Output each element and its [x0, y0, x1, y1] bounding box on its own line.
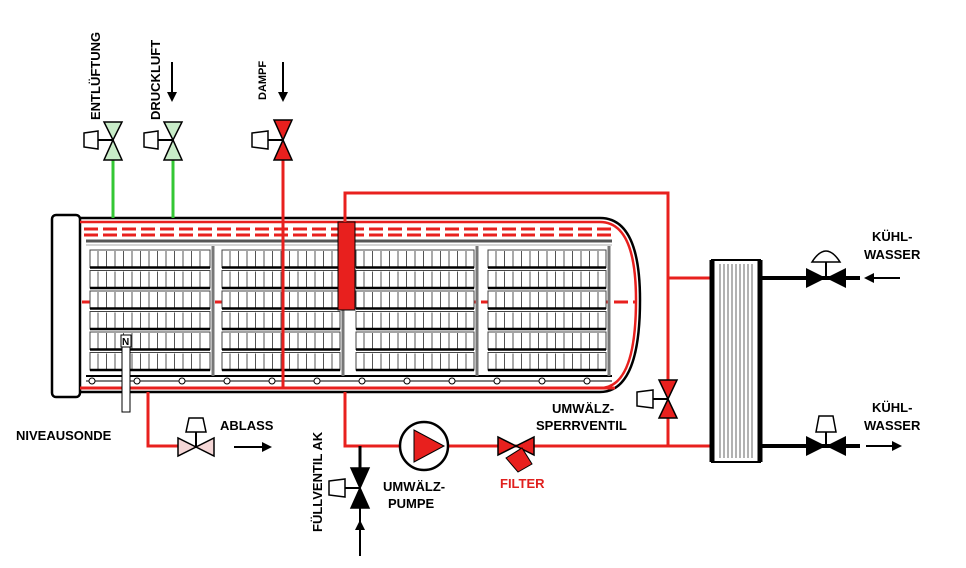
level-probe: N — [120, 334, 132, 413]
floor-bolt — [223, 377, 231, 385]
floor-bolt — [493, 377, 501, 385]
label-dampf: DAMPF — [257, 61, 269, 100]
label-fuellventil: FÜLLVENTIL AK — [310, 431, 325, 532]
label-umwaelzpumpe-line2: PUMPE — [388, 496, 435, 511]
steam-valve[interactable] — [251, 119, 294, 161]
fill-valve[interactable] — [328, 467, 371, 509]
floor-bolt — [403, 377, 411, 385]
product-baskets — [89, 246, 611, 376]
circulation-distributor — [337, 221, 356, 311]
level-probe-letter: N — [122, 337, 129, 348]
vessel-door — [50, 213, 82, 399]
label-druckluft: DRUCKLUFT — [148, 40, 163, 120]
basket — [221, 246, 345, 376]
floor-bolt — [583, 377, 591, 385]
floor-bolt — [358, 377, 366, 385]
label-umwaelzpumpe-line1: UMWÄLZ- — [383, 479, 445, 494]
compressed-air-valve[interactable] — [143, 121, 184, 161]
basket — [89, 246, 215, 376]
label-kuehlwasser-in-line2: WASSER — [864, 247, 921, 262]
basket — [355, 246, 479, 376]
label-umwaelz-sperr-line2: SPERRVENTIL — [536, 418, 627, 433]
label-niveausonde: NIVEAUSONDE — [16, 428, 112, 443]
label-kuehlwasser-out-line1: KÜHL- — [872, 400, 912, 415]
label-umwaelz-sperr-line1: UMWÄLZ- — [552, 401, 614, 416]
label-kuehlwasser-out-line2: WASSER — [864, 418, 921, 433]
label-filter: FILTER — [500, 476, 545, 491]
flow-arrows — [167, 62, 902, 556]
floor-bolt — [178, 377, 186, 385]
vent-valve[interactable] — [83, 121, 124, 161]
heat-exchanger — [709, 259, 763, 463]
floor-bolt — [538, 377, 546, 385]
floor-bolt — [268, 377, 276, 385]
label-entlueftung: ENTLÜFTUNG — [88, 32, 103, 120]
label-ablass: ABLASS — [220, 418, 274, 433]
drain-valve[interactable] — [177, 417, 215, 458]
floor-bolt — [133, 377, 141, 385]
cooling-water-outlet-valve[interactable] — [806, 415, 846, 456]
floor-bolt — [448, 377, 456, 385]
vessel-floor-bolts — [88, 377, 591, 385]
filter — [497, 435, 535, 473]
floor-bolt — [313, 377, 321, 385]
basket — [487, 246, 611, 376]
label-kuehlwasser-in-line1: KÜHL- — [872, 229, 912, 244]
circulation-pump[interactable] — [398, 420, 450, 472]
floor-bolt — [88, 377, 96, 385]
circulation-shutoff-valve[interactable] — [636, 379, 679, 419]
cooling-water-inlet-valve[interactable] — [806, 250, 846, 288]
